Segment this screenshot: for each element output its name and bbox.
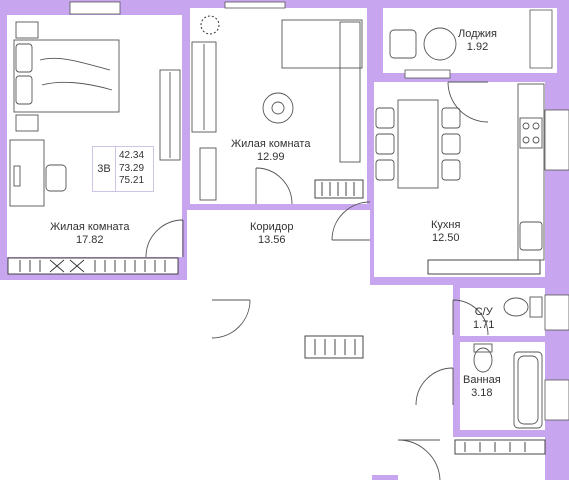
nightstand-1: [15, 21, 39, 39]
radiator-kitchen: [427, 259, 541, 275]
sofa-back: [281, 19, 363, 69]
loggia-furniture: [389, 27, 457, 61]
apartment-areas: 42.34 73.29 75.21: [119, 150, 144, 188]
apartment-type: 3В: [93, 147, 116, 191]
floor-corridor: [187, 210, 370, 290]
room-name: Жилая комната: [50, 221, 130, 233]
floor-living-room-2: [190, 8, 367, 204]
sink: [519, 221, 543, 251]
bed-pillow-1: [15, 43, 33, 73]
coffee-table: [262, 92, 294, 124]
floor-loggia: [383, 8, 557, 73]
room-area: 13.56: [257, 234, 286, 246]
wc-fixtures: [473, 296, 543, 429]
chair-l1: [375, 107, 395, 129]
room-area: 1.92: [466, 41, 489, 53]
room-label-wc: С/У 1.71: [473, 306, 494, 332]
toilet-tank: [529, 296, 543, 318]
window-bath: [544, 379, 569, 421]
door-room-2: [255, 167, 293, 205]
room-area: 12.99: [256, 151, 285, 163]
bed: [13, 21, 120, 132]
chair: [45, 164, 67, 192]
window-wc: [544, 294, 569, 331]
chair-l3: [375, 159, 395, 181]
room-label-kitchen: Кухня 12.50: [431, 219, 460, 245]
desk-top: [9, 139, 45, 207]
room-label-loggia: Лоджия 1.92: [458, 28, 497, 54]
room-area: 3.18: [471, 387, 493, 399]
radiator-room-1: [7, 257, 179, 275]
bathtub: [513, 351, 543, 429]
loggia-table: [423, 27, 457, 61]
bed-frame: [13, 39, 120, 113]
doors: [145, 81, 489, 480]
window-loggia-bottom: [404, 69, 451, 79]
window-kitchen: [544, 109, 569, 171]
monitor: [13, 165, 21, 187]
sofa-seat: [339, 21, 361, 163]
room-label-bathroom: Ванная 3.18: [463, 374, 501, 400]
apartment-info-badge: 3В 42.34 73.29 75.21: [92, 146, 154, 192]
floor-wc: [460, 288, 545, 336]
room-name: Жилая комната: [231, 138, 311, 150]
loggia-chair: [389, 29, 417, 59]
bath-toilet-tank: [473, 343, 493, 353]
door-bottom: [397, 439, 441, 480]
bath-toilet: [473, 347, 493, 373]
room-floors: [7, 8, 557, 480]
room-name: Лоджия: [458, 28, 497, 40]
window-loggia-right: [529, 9, 553, 69]
radiator-room-2: [314, 179, 364, 199]
bathtub-inner: [517, 355, 539, 425]
bed-pillow-2: [15, 75, 33, 105]
chair-l2: [375, 133, 395, 155]
door-room-1: [145, 219, 184, 258]
room-name: Кухня: [431, 219, 461, 231]
room-label-living-room-1: Жилая комната 17.82: [50, 221, 129, 247]
radiator-bottom: [454, 439, 546, 455]
area-living: 42.34: [119, 150, 145, 161]
room-name: Ванная: [463, 374, 501, 386]
door-kitchen: [331, 201, 371, 241]
desk: [9, 139, 67, 207]
windows: [69, 1, 569, 421]
plant: [200, 15, 220, 35]
coffee-table-inner: [271, 101, 285, 115]
radiator-corridor: [304, 335, 364, 359]
room-area: 17.82: [75, 234, 104, 246]
radiator-ribs: [19, 182, 526, 452]
room-area: 12.50: [431, 232, 460, 244]
kitchen-counter: [517, 83, 545, 261]
nightstand-2: [15, 114, 39, 132]
sofa: [281, 19, 363, 163]
dining-table: [397, 99, 439, 189]
radiators: [7, 179, 546, 455]
wardrobe-room-2: [191, 41, 217, 201]
chair-r1: [441, 107, 461, 129]
counter: [517, 83, 545, 261]
room-name: Коридор: [250, 221, 294, 233]
chair-r3: [441, 159, 461, 181]
door-bath: [415, 367, 454, 406]
toilet-bowl: [503, 297, 529, 317]
window-top-left: [69, 1, 121, 15]
chair-r2: [441, 133, 461, 155]
door-wc: [452, 299, 489, 336]
room-label-corridor: Коридор 13.56: [250, 221, 293, 247]
room-name: С/У: [474, 306, 493, 318]
room-area: 1.71: [473, 319, 495, 331]
room-label-living-room-2: Жилая комната 12.99: [231, 138, 310, 164]
bed-sleeper: [39, 57, 113, 91]
area-total: 73.29: [119, 162, 145, 174]
wardrobe-room-1: [159, 69, 181, 161]
window-top-mid: [224, 1, 286, 9]
door-entrance: [211, 299, 251, 339]
stove: [519, 117, 543, 149]
area-with-loggia: 75.21: [119, 175, 145, 186]
dining-set: [375, 99, 461, 189]
floor-living-room-1: [7, 15, 182, 257]
